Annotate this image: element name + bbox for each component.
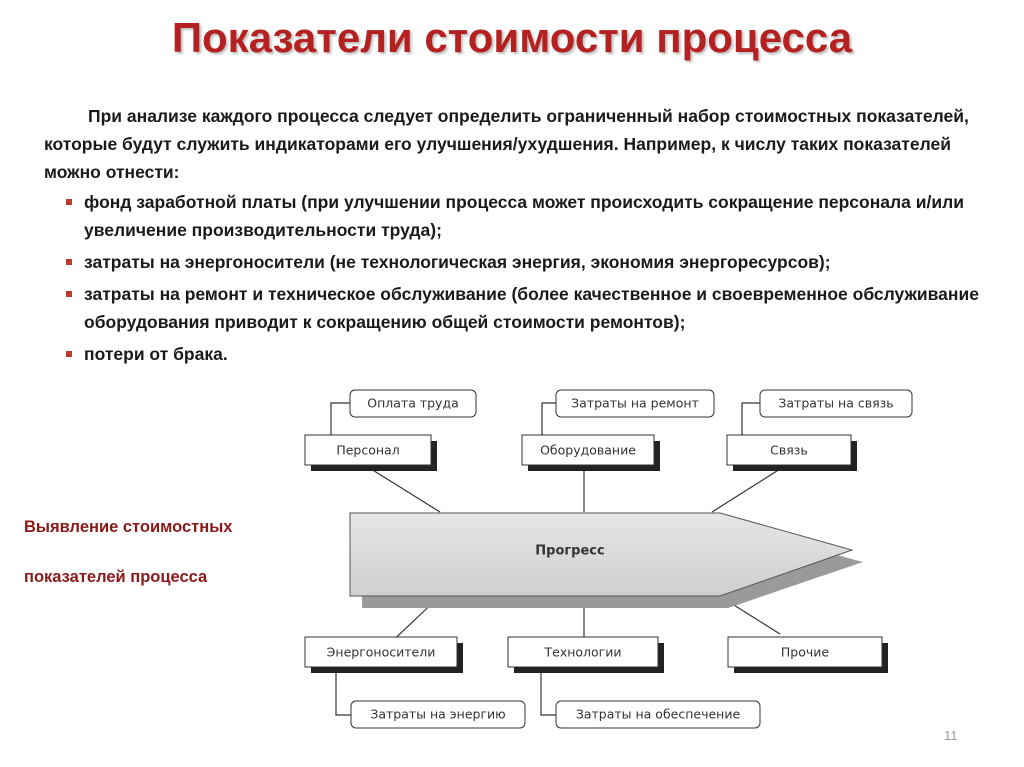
- detail-box: Затраты на ремонт: [555, 389, 715, 418]
- detail-box: Оплата труда: [349, 389, 477, 418]
- category-label: Персонал: [336, 443, 399, 458]
- category-box: Оборудование: [521, 434, 660, 471]
- page-number: 11: [944, 728, 958, 743]
- category-box: Связь: [726, 434, 857, 471]
- bullet-item: потери от брака.: [44, 340, 984, 368]
- detail-label: Затраты на энергию: [370, 707, 505, 722]
- bullet-square-icon: [66, 199, 72, 205]
- side-label-line1: Выявление стоимостных: [24, 518, 233, 536]
- bullet-square-icon: [66, 259, 72, 265]
- category-label: Оборудование: [540, 443, 636, 458]
- detail-box: Затраты на связь: [759, 389, 913, 418]
- body-text: При анализе каждого процесса следует опр…: [44, 102, 984, 372]
- category-label: Связь: [770, 443, 808, 458]
- bullet-list: фонд заработной платы (при улучшении про…: [44, 188, 984, 368]
- detail-label: Затраты на связь: [778, 396, 893, 411]
- progress-label: Прогресс: [535, 544, 604, 559]
- category-label: Прочие: [781, 645, 829, 660]
- bullet-text: фонд заработной платы (при улучшении про…: [84, 192, 964, 240]
- category-box: Энергоносители: [304, 636, 463, 673]
- category-label: Технологии: [544, 645, 622, 660]
- bullet-square-icon: [66, 291, 72, 297]
- intro-paragraph: При анализе каждого процесса следует опр…: [44, 106, 969, 182]
- bullet-item: фонд заработной платы (при улучшении про…: [44, 188, 984, 244]
- detail-label: Затраты на ремонт: [571, 396, 699, 411]
- category-box: Технологии: [507, 636, 664, 673]
- slide-title: Показатели стоимости процесса: [171, 14, 853, 61]
- progress-arrow: Прогресс: [349, 512, 863, 608]
- bullet-text: потери от брака.: [84, 344, 228, 364]
- detail-box: Затраты на энергию: [350, 700, 526, 729]
- detail-label: Затраты на обеспечение: [576, 707, 741, 722]
- detail-label: Оплата труда: [367, 396, 459, 411]
- category-label: Энергоносители: [327, 645, 436, 660]
- bullet-item: затраты на энергоносители (не технологич…: [44, 248, 984, 276]
- side-label-line2: показателей процесса: [24, 568, 208, 586]
- detail-box: Затраты на обеспечение: [555, 700, 761, 729]
- bullet-text: затраты на энергоносители (не технологич…: [84, 252, 831, 272]
- bullet-square-icon: [66, 351, 72, 357]
- bullet-item: затраты на ремонт и техническое обслужив…: [44, 280, 984, 336]
- bullet-text: затраты на ремонт и техническое обслужив…: [84, 284, 979, 332]
- category-box: Персонал: [304, 434, 437, 471]
- category-box: Прочие: [727, 636, 888, 673]
